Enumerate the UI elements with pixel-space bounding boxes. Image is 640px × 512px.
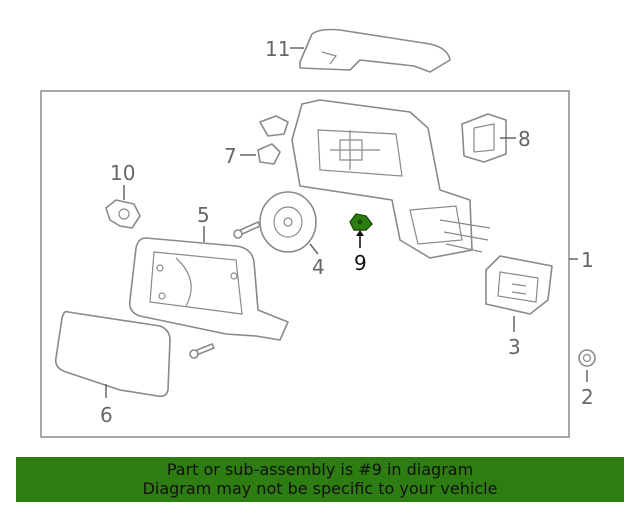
mirror-housing <box>291 99 491 259</box>
info-banner: Part or sub-assembly is #9 in diagram Di… <box>16 457 624 502</box>
callout-1: 1 <box>581 248 594 272</box>
arrowhead-9 <box>356 230 364 236</box>
banner-line-1: Part or sub-assembly is #9 in diagram <box>166 460 474 479</box>
part-8-bracket <box>461 113 507 163</box>
callout-5: 5 <box>197 203 210 227</box>
assembly-frame <box>40 90 570 438</box>
part-7-clip <box>257 115 289 165</box>
callout-10: 10 <box>110 161 135 185</box>
screw-lower <box>189 343 215 359</box>
part-6-mirror-glass <box>54 310 171 398</box>
callout-7: 7 <box>224 144 237 168</box>
part-2-nut <box>578 349 596 367</box>
part-3-module <box>485 255 553 315</box>
callout-9: 9 <box>354 251 367 275</box>
part-9-actuator <box>349 213 373 231</box>
leader-4 <box>309 243 319 255</box>
screw-upper <box>233 221 261 239</box>
callout-4: 4 <box>312 255 325 279</box>
part-11-mirror-cap <box>299 28 451 73</box>
part-10-sensor <box>105 199 141 229</box>
callout-11: 11 <box>265 37 290 61</box>
part-5-backing-plate <box>128 237 289 341</box>
callout-6: 6 <box>100 403 113 427</box>
callout-3: 3 <box>508 335 521 359</box>
part-4-motor <box>259 191 317 253</box>
banner-line-2: Diagram may not be specific to your vehi… <box>142 479 498 498</box>
callout-8: 8 <box>518 127 531 151</box>
callout-2: 2 <box>581 385 594 409</box>
